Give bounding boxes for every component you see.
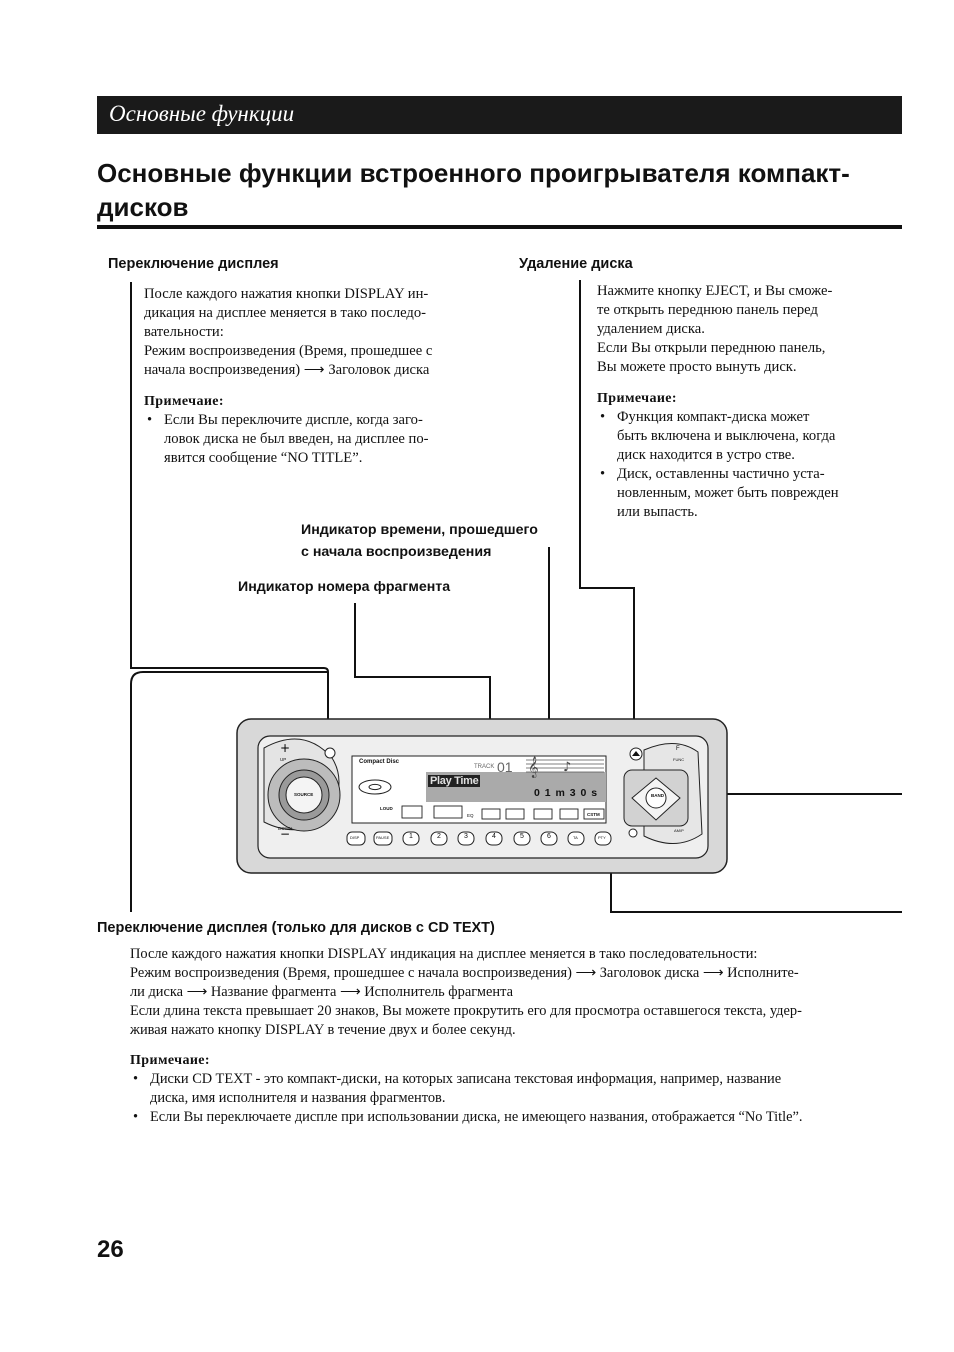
up-label: UP bbox=[280, 757, 287, 762]
banner-text: Основные функции bbox=[109, 101, 295, 126]
note-bullet: Диск, оставленны частично уста- новленны… bbox=[597, 465, 887, 522]
text-line: явится сообщение “NO TITLE”. bbox=[164, 450, 363, 466]
bottom-section-body: После каждого нажатия кнопки DISPLAY инд… bbox=[130, 945, 905, 1127]
preset-5-button[interactable]: 5 bbox=[520, 833, 524, 840]
note-label: Примечаие: bbox=[597, 391, 677, 406]
disp-button[interactable]: DISP bbox=[350, 835, 360, 840]
svg-text:+: + bbox=[280, 741, 290, 755]
text-line: ловок диска не был введен, на дисплее по… bbox=[164, 431, 429, 447]
text-line: Режим воспроизведения (Время, прошедшее … bbox=[144, 343, 433, 359]
text-line: Если Вы открыли переднюю панель, bbox=[597, 340, 826, 356]
bottom-section-heading: Переключение дисплея (только для дисков … bbox=[97, 920, 495, 936]
page-number: 26 bbox=[97, 1236, 124, 1263]
source-knob-label[interactable]: SOURCE bbox=[294, 792, 314, 797]
preset-6-button[interactable]: 6 bbox=[547, 833, 551, 840]
text-line: диск находится в устро стве. bbox=[617, 447, 795, 463]
note-label: Примечаие: bbox=[130, 1053, 210, 1068]
text-line: новленным, может быть поврежден bbox=[617, 485, 839, 501]
note-bullet: Если Вы переключите дисплe, когда заго- … bbox=[144, 411, 484, 468]
text-line: Если длина текста превышает 20 знаков, В… bbox=[130, 1003, 802, 1019]
text-line: После каждого нажатия кнопки DISPLAY ин- bbox=[144, 286, 429, 302]
text-line: ли диска ⟶ Название фрагмента ⟶ Исполнит… bbox=[130, 984, 513, 1000]
right-section-heading: Удаление диска bbox=[519, 256, 633, 272]
label-line: Индикатор времени, прошедшего bbox=[301, 522, 538, 538]
band-button[interactable]: BAND bbox=[651, 793, 664, 798]
note-bullet: Если Вы переключаете дисплe при использо… bbox=[130, 1108, 905, 1127]
ta-button[interactable]: TA bbox=[573, 835, 578, 840]
note-bullet: Функция компакт-диска может быть включен… bbox=[597, 408, 887, 465]
head-unit-illustration: + − bbox=[236, 718, 728, 874]
right-section-body: Нажмите кнопку EJECT, и Вы сможе- те отк… bbox=[597, 282, 887, 522]
label-line: с начала воспроизведения bbox=[301, 544, 492, 560]
text-line: начала воспроизведения) ⟶ Заголовок диск… bbox=[144, 362, 430, 378]
loud-indicator: LOUD bbox=[380, 806, 393, 811]
text-line: диска, имя исполнителя и названия фрагме… bbox=[150, 1090, 446, 1106]
text-line: Режим воспроизведения (Время, прошедшее … bbox=[130, 965, 799, 981]
left-section-body: После каждого нажатия кнопки DISPLAY ин-… bbox=[144, 285, 484, 468]
preset-2-button[interactable]: 2 bbox=[437, 833, 441, 840]
compact-disc-logo: Compact Disc bbox=[359, 759, 400, 765]
preset-3-button[interactable]: 3 bbox=[464, 833, 468, 840]
f-label: F bbox=[676, 746, 680, 752]
cstm-indicator: CSTM bbox=[587, 812, 600, 817]
preset-1-button[interactable]: 1 bbox=[409, 833, 413, 840]
title-rule bbox=[97, 225, 902, 229]
text-line: те открыть переднюю панель перед bbox=[597, 302, 818, 318]
music-clef-icon: 𝄞 bbox=[528, 757, 539, 778]
text-line: После каждого нажатия кнопки DISPLAY инд… bbox=[130, 946, 758, 962]
pty-button[interactable]: PTY bbox=[598, 835, 606, 840]
track-number-label: Индикатор номера фрагмента bbox=[238, 579, 451, 595]
left-section-heading: Переключение дисплея bbox=[108, 256, 279, 272]
text-line: быть включена и выключена, когда bbox=[617, 428, 836, 444]
svg-text:−: − bbox=[280, 827, 290, 841]
text-line: живая нажато кнопку DISPLAY в течение дв… bbox=[130, 1022, 516, 1038]
amp-label: AM/P bbox=[674, 828, 684, 833]
text-line: дикация на дисплее меняется в тако после… bbox=[144, 305, 426, 321]
text-line: Вы можете просто вынуть диск. bbox=[597, 359, 797, 375]
text-line: вательности: bbox=[144, 324, 224, 340]
track-indicator-label: TRACK bbox=[474, 764, 495, 770]
text-line: Диск, оставленны частично уста- bbox=[617, 466, 825, 482]
preset-4-button[interactable]: 4 bbox=[492, 833, 496, 840]
elapsed-time-readout: 0 1 m 3 0 s bbox=[534, 787, 599, 799]
func-label: FUNC bbox=[673, 757, 685, 762]
pause-button[interactable]: PAUSE bbox=[376, 835, 390, 840]
elapsed-time-label: Индикатор времени, прошедшего с начала в… bbox=[301, 519, 538, 563]
text-line: Диски CD TEXT - это компакт-диски, на ко… bbox=[150, 1071, 782, 1087]
section-banner: Основные функции bbox=[97, 96, 902, 134]
text-line: удалением диска. bbox=[597, 321, 705, 337]
text-line: Функция компакт-диска может bbox=[617, 409, 810, 425]
eq-indicator: EQ bbox=[467, 813, 474, 818]
note-bullet: Диски CD TEXT - это компакт-диски, на ко… bbox=[130, 1070, 905, 1108]
page-title: Основные функции встроенного проигрывате… bbox=[97, 158, 850, 222]
text-line: или выпасть. bbox=[617, 504, 698, 520]
note-label: Примечаие: bbox=[144, 394, 224, 409]
text-line: Нажмите кнопку EJECT, и Вы сможе- bbox=[597, 283, 833, 299]
down-label: DOWN bbox=[278, 826, 293, 831]
track-number-value: 01 bbox=[497, 759, 513, 775]
text-line: Если Вы переключите дисплe, когда заго- bbox=[164, 412, 423, 428]
play-time-indicator: Play Time bbox=[428, 775, 481, 787]
music-note-icon: ♪ bbox=[563, 760, 572, 775]
